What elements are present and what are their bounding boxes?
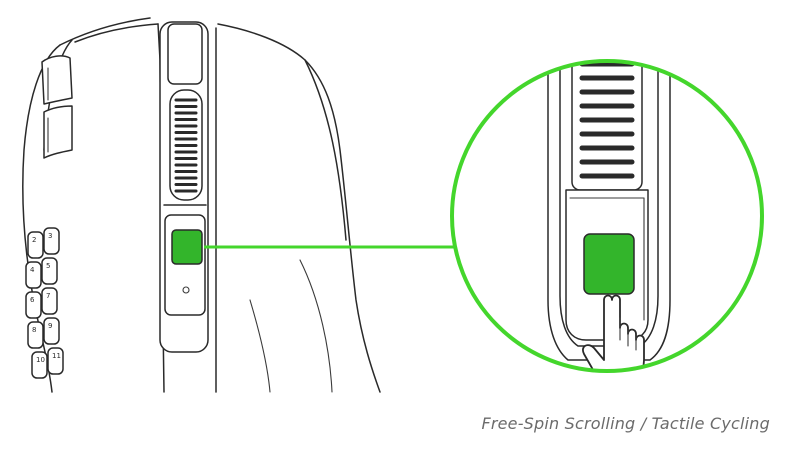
zoom-callout-ring: [450, 59, 764, 373]
side-keypad: 2 3 4 5 6 7 8 9 10 11: [25, 227, 64, 379]
side-key-label: 8: [32, 326, 36, 334]
side-key: 6: [25, 291, 42, 319]
side-key: 9: [43, 317, 60, 345]
mouse-diagram: 2 3 4 5 6 7 8 9 10 11: [22, 17, 764, 393]
side-key: 2: [27, 231, 44, 259]
side-key: 10: [31, 351, 48, 379]
side-key-label: 7: [46, 292, 50, 300]
side-key-label: 5: [46, 262, 50, 270]
side-key: 11: [47, 347, 64, 375]
free-spin-button[interactable]: [171, 229, 203, 265]
side-key: 5: [41, 257, 58, 285]
side-key: 7: [41, 287, 58, 315]
side-key-label: 3: [48, 232, 52, 240]
scroll-wheel-assembly: [159, 21, 209, 353]
side-key-label: 6: [30, 296, 35, 304]
zoom-detail: [547, 61, 671, 371]
side-key-label: 9: [48, 322, 52, 330]
side-key: 4: [25, 261, 42, 289]
side-key-label: 10: [36, 356, 45, 364]
free-spin-button-zoomed[interactable]: [583, 233, 635, 295]
side-key-label: 2: [32, 236, 36, 244]
side-key: 3: [43, 227, 60, 255]
figure-caption: Free-Spin Scrolling / Tactile Cycling: [481, 414, 770, 433]
side-upper-buttons: [41, 55, 73, 159]
hand-pointer-icon: [582, 294, 645, 371]
side-key: 8: [27, 321, 44, 349]
side-key-label: 11: [52, 352, 61, 360]
side-key-label: 4: [30, 266, 35, 274]
